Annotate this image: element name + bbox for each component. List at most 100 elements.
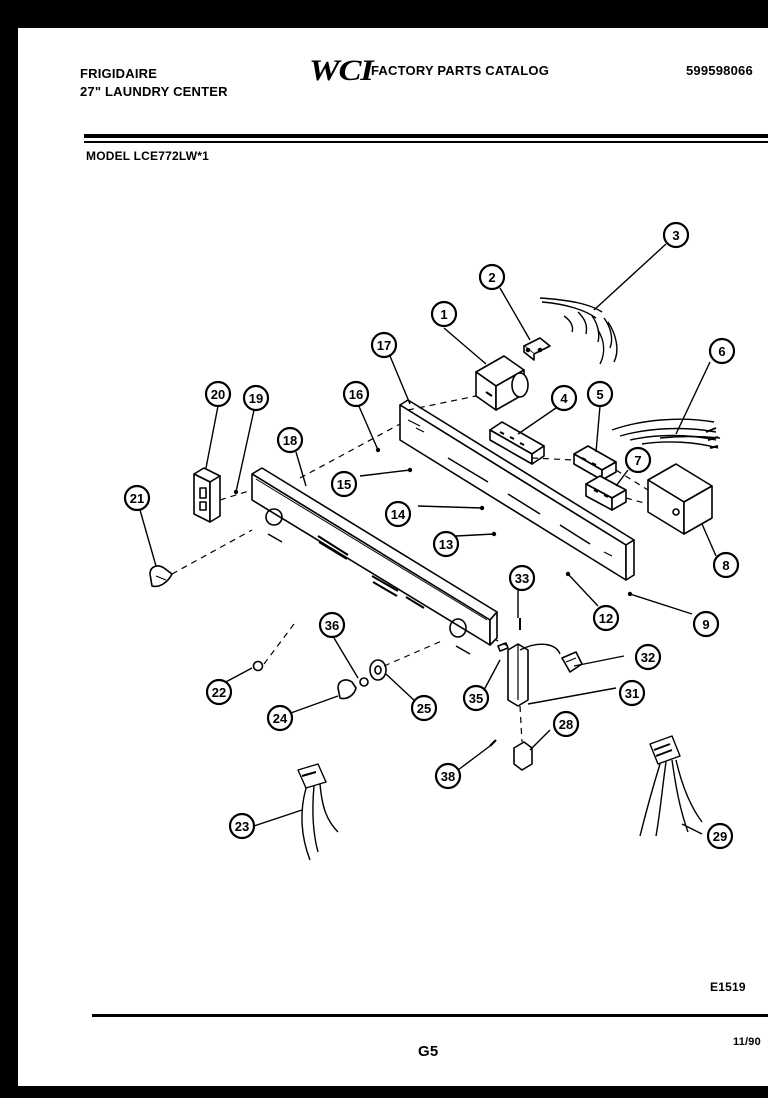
callout-label: 2 xyxy=(488,270,495,285)
callout-29: 29 xyxy=(706,822,734,850)
callout-7: 7 xyxy=(624,446,652,474)
lever-part xyxy=(507,643,561,707)
callout-31: 31 xyxy=(618,679,646,707)
catalog-title: FACTORY PARTS CATALOG xyxy=(371,63,550,78)
callout-32: 32 xyxy=(634,643,662,671)
knob-part xyxy=(149,565,173,588)
callout-label: 21 xyxy=(130,491,144,506)
clip-part xyxy=(523,337,551,361)
callout-19: 19 xyxy=(242,384,270,412)
callout-23: 23 xyxy=(228,812,256,840)
callout-label: 16 xyxy=(349,387,363,402)
callout-label: 36 xyxy=(325,618,339,633)
screw-part-38 xyxy=(489,739,497,747)
callout-36: 36 xyxy=(318,611,346,639)
switch-part xyxy=(489,421,545,465)
callout-label: 6 xyxy=(718,344,725,359)
catalog-number: 599598066 xyxy=(686,63,753,78)
callout-25: 25 xyxy=(410,694,438,722)
revision-date: 11/90 xyxy=(733,1036,761,1048)
callout-label: 15 xyxy=(337,477,351,492)
callout-22: 22 xyxy=(205,678,233,706)
brand-name: FRIGIDAIRE xyxy=(80,66,158,81)
callout-label: 4 xyxy=(560,391,568,406)
callout-label: 19 xyxy=(249,391,263,406)
callout-label: 18 xyxy=(283,433,297,448)
callout-label: 32 xyxy=(641,650,655,665)
rear-bracket-part xyxy=(399,399,635,581)
clip-part-35 xyxy=(497,642,509,652)
callout-18: 18 xyxy=(276,426,304,454)
harness-part-29 xyxy=(639,735,703,837)
callout-label: 25 xyxy=(417,701,431,716)
callout-24: 24 xyxy=(266,704,294,732)
wire-harness-part xyxy=(539,297,618,365)
callout-label: 12 xyxy=(599,611,613,626)
leader-lines xyxy=(139,243,717,835)
callout-label: 8 xyxy=(722,558,729,573)
callout-17: 17 xyxy=(370,331,398,359)
callout-21: 21 xyxy=(123,484,151,512)
callout-6: 6 xyxy=(708,337,736,365)
cam-part xyxy=(561,651,583,673)
control-panel-part xyxy=(251,467,498,655)
knob-part-24 xyxy=(337,679,357,700)
callout-label: 13 xyxy=(439,537,453,552)
harness-part-23 xyxy=(297,763,339,861)
callout-20: 20 xyxy=(204,380,232,408)
footer-rule xyxy=(92,1014,768,1017)
callout-label: 33 xyxy=(515,571,529,586)
wci-logo: WCI xyxy=(309,54,374,87)
callout-label: 14 xyxy=(391,507,406,522)
washer-part xyxy=(252,660,264,672)
callout-label: 3 xyxy=(672,228,679,243)
callout-label: 24 xyxy=(273,711,288,726)
callout-2: 2 xyxy=(478,263,506,291)
callout-14: 14 xyxy=(384,500,412,528)
arrow-heads xyxy=(233,447,633,597)
callout-28: 28 xyxy=(552,710,580,738)
page-number: G5 xyxy=(418,1043,439,1060)
callout-label: 38 xyxy=(441,769,455,784)
spring-part xyxy=(359,677,369,687)
callout-8: 8 xyxy=(712,551,740,579)
callout-label: 17 xyxy=(377,338,391,353)
timer-part xyxy=(475,355,529,411)
callout-label: 29 xyxy=(713,829,727,844)
control-box-part xyxy=(647,463,713,535)
bracket-part xyxy=(193,467,221,523)
callout-label: 7 xyxy=(634,453,641,468)
callout-label: 5 xyxy=(596,387,603,402)
callout-label: 35 xyxy=(469,691,483,706)
callout-9: 9 xyxy=(692,610,720,638)
callout-label: 1 xyxy=(440,307,447,322)
callout-label: 9 xyxy=(702,617,709,632)
callout-38: 38 xyxy=(434,762,462,790)
switch-part-7 xyxy=(585,475,627,511)
bezel-part xyxy=(369,659,387,681)
callout-1: 1 xyxy=(430,300,458,328)
header-rule-thin xyxy=(84,141,768,143)
callout-label: 23 xyxy=(235,819,249,834)
callout-4: 4 xyxy=(550,384,578,412)
actuator-part xyxy=(513,741,533,771)
callout-13: 13 xyxy=(432,530,460,558)
callout-15: 15 xyxy=(330,470,358,498)
switch-part-5 xyxy=(573,445,617,481)
product-name: 27" LAUNDRY CENTER xyxy=(80,84,228,99)
callout-33: 33 xyxy=(508,564,536,592)
drawing-code: E1519 xyxy=(710,980,746,994)
wire-harness-part-6 xyxy=(611,418,721,449)
callout-label: 22 xyxy=(212,685,226,700)
header-rule-thick xyxy=(84,134,768,138)
model-number: MODEL LCE772LW*1 xyxy=(86,149,210,163)
callout-3: 3 xyxy=(662,221,690,249)
callout-label: 31 xyxy=(625,686,639,701)
callout-label: 20 xyxy=(211,387,225,402)
callout-label: 28 xyxy=(559,717,573,732)
callout-12: 12 xyxy=(592,604,620,632)
callout-5: 5 xyxy=(586,380,614,408)
callout-16: 16 xyxy=(342,380,370,408)
assembly-lines xyxy=(171,395,649,743)
